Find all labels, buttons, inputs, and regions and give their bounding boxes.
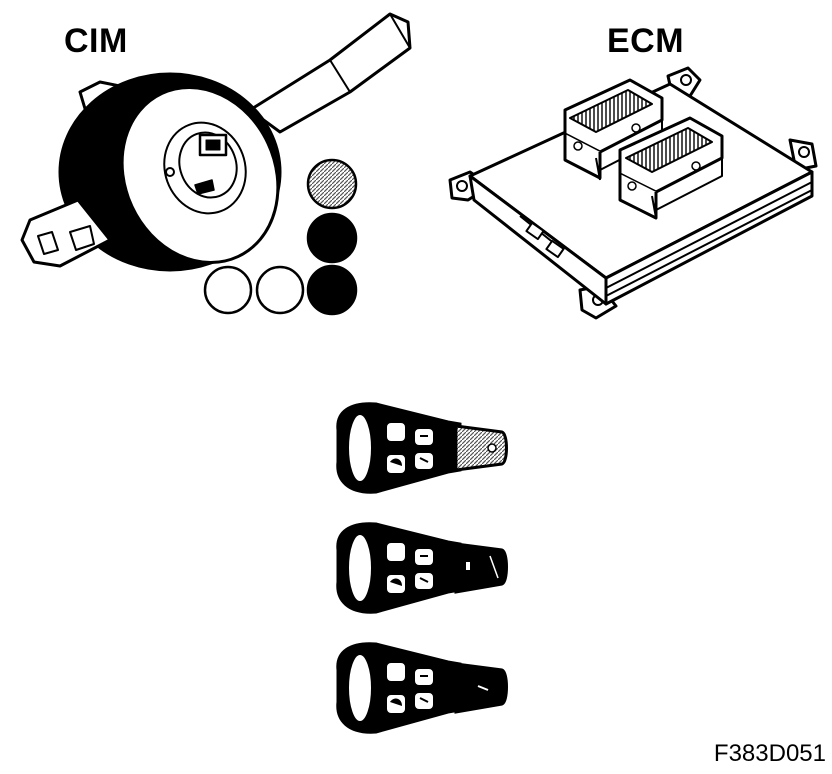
ecm-label: ECM — [607, 22, 685, 60]
indicator-filled-1 — [306, 212, 358, 264]
cim-label: CIM — [64, 22, 128, 60]
indicator-empty-2 — [255, 265, 305, 315]
cim-module-illustration — [20, 12, 412, 272]
cim-upper-stalk — [248, 12, 412, 134]
indicator-empty-1 — [203, 265, 253, 315]
ecm-module-illustration — [448, 66, 818, 320]
key-fob-3 — [336, 642, 508, 734]
key-fob-2 — [336, 522, 508, 614]
indicator-filled-2 — [306, 264, 358, 316]
figure-code: F383D051 — [713, 740, 826, 767]
key-fob-1 — [336, 402, 508, 494]
indicator-group — [203, 158, 358, 316]
indicator-hatched — [306, 158, 358, 210]
